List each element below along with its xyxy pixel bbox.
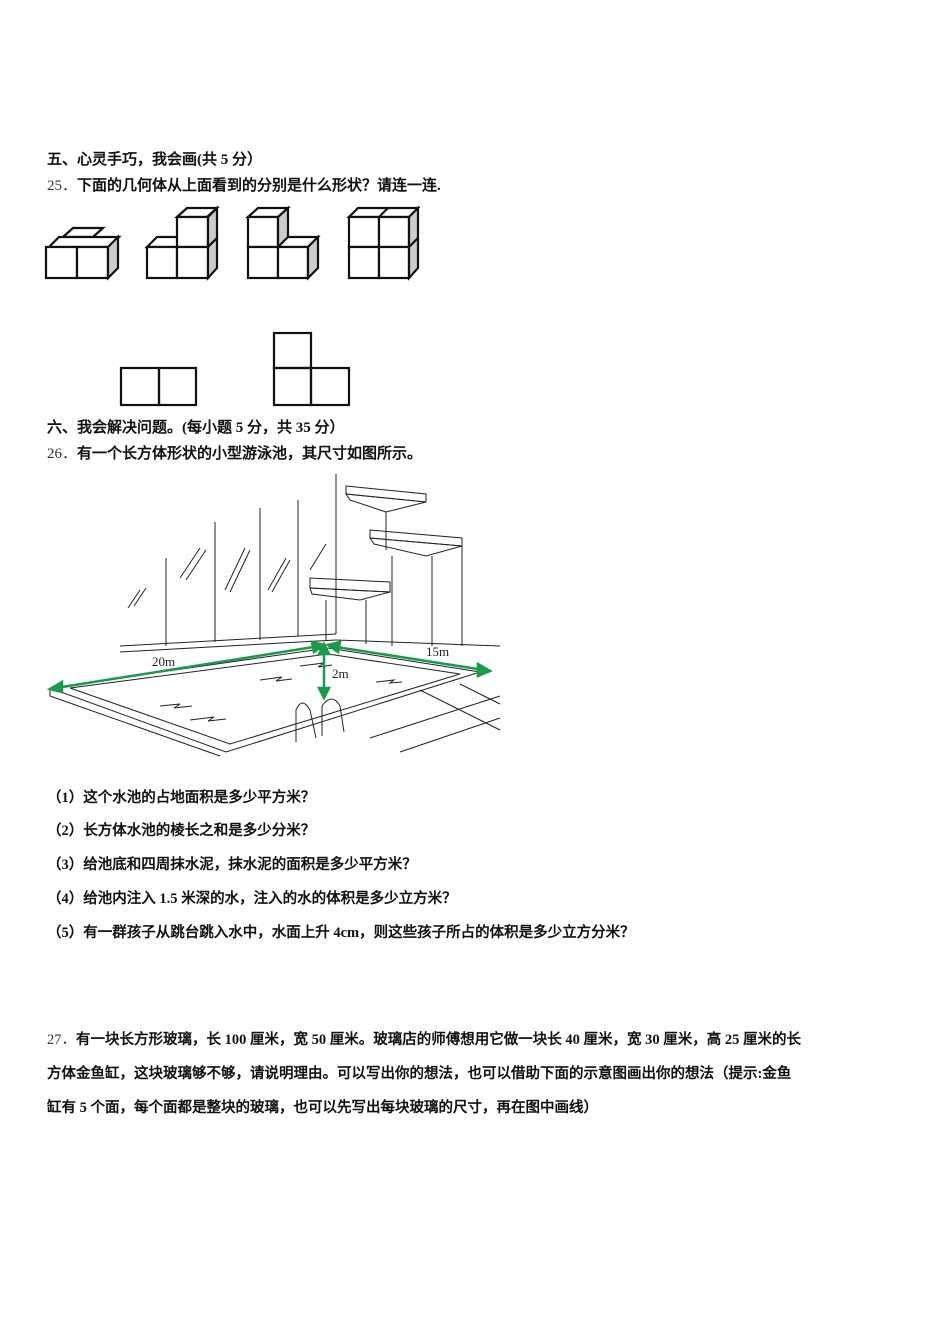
question-27-line-2: 方体金鱼缸，这块玻璃够不够，请说明理由。可以写出你的想法，也可以借助下面的示意图… (47, 1066, 792, 1082)
question-27: 27．有一块长方形玻璃，长 100 厘米，宽 50 厘米。玻璃店的师傅想用它做一… (47, 1023, 909, 1125)
question-number: 26． (47, 446, 78, 462)
subquestion-5: （5）有一群孩子从跳台跳入水中，水面上升 4cm，则这些孩子所占的体积是多少立方… (47, 925, 635, 941)
subquestion-1: （1）这个水池的占地面积是多少平方米？ (47, 790, 316, 806)
subquestion-2: （2）长方体水池的棱长之和是多少分米？ (47, 823, 316, 839)
subquestion-3: （3）给池底和四周抹水泥，抹水泥的面积是多少平方米？ (47, 857, 417, 873)
top-view-l-shape (272, 331, 351, 407)
solid-3 (245, 205, 321, 281)
top-view-two-squares (119, 366, 198, 407)
question-26: 26．有一个长方体形状的小型游泳池，其尺寸如图所示。 (47, 444, 422, 464)
section-6-heading: 六、我会解决问题。(每小题 5 分，共 35 分） (47, 420, 345, 436)
depth-label: 2m (332, 666, 349, 681)
cube-solids-figure: .c{fill:#fff;stroke:#111;stroke-width:2.… (44, 205, 421, 281)
swimming-pool-figure: 20m 15m 2m (46, 474, 501, 757)
top-views-figure (119, 331, 351, 407)
width-label: 15m (426, 644, 449, 659)
question-25: 25．下面的几何体从上面看到的分别是什么形状？请连一连. (47, 176, 441, 196)
question-27-line-3: 缸有 5 个面，每个面都是整块的玻璃，也可以先写出每块玻璃的尺寸，再在图中画线） (47, 1100, 598, 1116)
solid-4 (346, 205, 421, 281)
length-label: 20m (152, 654, 175, 669)
question-text: 下面的几何体从上面看到的分别是什么形状？请连一连. (77, 178, 441, 194)
solid-2 (144, 205, 220, 281)
question-number: 27． (47, 1032, 76, 1048)
section-5-heading: 五、心灵手巧，我会画(共 5 分） (47, 152, 262, 168)
solid-1 (44, 226, 122, 281)
subquestion-4: （4）给池内注入 1.5 米深的水，注入的水的体积是多少立方米？ (47, 891, 457, 907)
question-number: 25． (47, 178, 78, 194)
question-27-line-1: 27．有一块长方形玻璃，长 100 厘米，宽 50 厘米。玻璃店的师傅想用它做一… (47, 1032, 801, 1048)
question-text: 有一个长方体形状的小型游泳池，其尺寸如图所示。 (77, 446, 423, 462)
